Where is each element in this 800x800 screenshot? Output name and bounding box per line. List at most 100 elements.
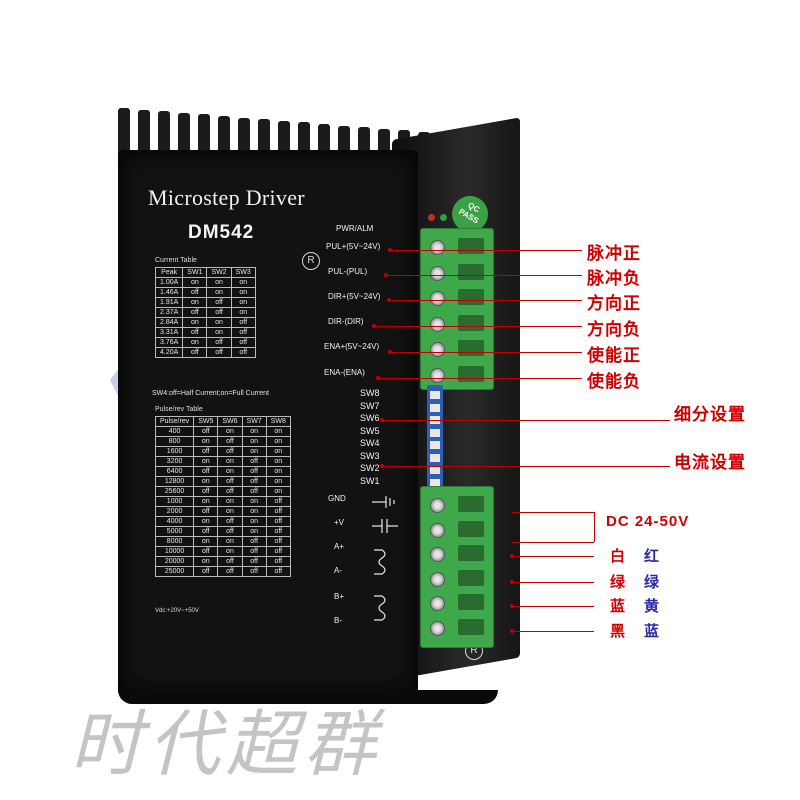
- table-cell: on: [241, 506, 267, 517]
- dip-toggle[interactable]: [430, 428, 440, 437]
- table-cell: 3200: [154, 456, 195, 467]
- table-cell: off: [230, 347, 256, 358]
- table-cell: off: [265, 566, 291, 577]
- control-terminal-screw[interactable]: [430, 316, 445, 332]
- annotation-line-dot: [388, 248, 392, 252]
- table-cell: on: [193, 476, 219, 487]
- control-terminal-screw[interactable]: [430, 265, 445, 281]
- control-terminal-screw[interactable]: [430, 367, 445, 383]
- table-cell: on: [241, 496, 267, 507]
- control-terminal-wire-slot[interactable]: [458, 263, 484, 280]
- pulse-table-title: Pulse/rev Table: [155, 406, 203, 413]
- annotation-line-dot: [376, 376, 380, 380]
- table-cell: 20000: [154, 556, 195, 567]
- control-terminal-block: [420, 228, 494, 390]
- power-terminal-screw[interactable]: [430, 571, 445, 587]
- dip-toggle[interactable]: [430, 478, 440, 487]
- control-terminal-screw[interactable]: [430, 240, 445, 255]
- control-terminal-wire-slot[interactable]: [458, 289, 484, 305]
- wire-annotation-line: [512, 582, 594, 583]
- wire-annotation-line: [512, 631, 594, 632]
- current-table-title: Current Table: [155, 257, 197, 264]
- control-pin-label: ENA+(5V~24V): [324, 342, 380, 351]
- table-cell: off: [217, 526, 243, 537]
- table-cell: on: [193, 456, 219, 467]
- control-terminal-wire-slot[interactable]: [458, 340, 484, 356]
- dip-switch[interactable]: [427, 385, 443, 490]
- table-header-cell: SW2: [206, 267, 232, 278]
- power-terminal-wire-slot[interactable]: [458, 594, 484, 610]
- power-terminal-wire-slot[interactable]: [458, 618, 484, 635]
- ena-neg-label: 使能负: [587, 372, 641, 391]
- power-terminal-screw[interactable]: [430, 596, 445, 611]
- microstep-setting-label: 细分设置: [674, 405, 746, 424]
- power-symbols: [372, 496, 398, 621]
- table-cell: on: [193, 556, 219, 567]
- annotation-line-dot: [380, 418, 384, 422]
- table-cell: off: [241, 546, 267, 557]
- table-cell: on: [230, 277, 256, 288]
- control-terminal-wire-slot[interactable]: [458, 238, 484, 254]
- half-current-note: SW4:off=Half Current;on=Full Current: [152, 390, 269, 397]
- table-cell: off: [265, 546, 291, 557]
- table-cell: off: [193, 486, 219, 497]
- table-cell: on: [217, 536, 243, 547]
- table-cell: off: [193, 546, 219, 557]
- table-cell: on: [241, 526, 267, 537]
- table-cell: off: [230, 317, 256, 328]
- control-terminal-screw[interactable]: [430, 291, 445, 306]
- power-terminal-screw[interactable]: [430, 498, 445, 513]
- annotation-line: [390, 250, 582, 251]
- pul-neg-label: 脉冲负: [587, 269, 641, 288]
- wire-b-neg-wire-color-2: 蓝: [644, 623, 660, 640]
- table-cell: off: [217, 446, 243, 457]
- table-cell: on: [193, 516, 219, 527]
- dip-toggle[interactable]: [430, 441, 440, 449]
- table-cell: 2.37A: [154, 307, 184, 318]
- table-cell: off: [230, 337, 256, 348]
- control-terminal-screw[interactable]: [430, 342, 445, 357]
- power-terminal-wire-slot[interactable]: [458, 545, 484, 561]
- table-cell: off: [217, 476, 243, 487]
- table-cell: on: [265, 466, 291, 477]
- switch-label: SW7: [360, 400, 380, 411]
- power-terminal-wire-slot[interactable]: [458, 569, 484, 586]
- switch-label: SW3: [360, 450, 380, 461]
- power-terminal-screw[interactable]: [430, 547, 445, 562]
- annotation-line: [382, 420, 670, 421]
- power-terminal-wire-slot[interactable]: [458, 520, 484, 537]
- control-terminal-wire-slot[interactable]: [458, 314, 484, 331]
- wire-b-pos-wire-color-1: 蓝: [610, 598, 626, 615]
- power-terminal-screw[interactable]: [430, 522, 445, 538]
- dir-neg-label: 方向负: [587, 320, 641, 339]
- table-cell: off: [265, 536, 291, 547]
- dc-bracket: [594, 512, 595, 542]
- table-cell: off: [193, 466, 219, 477]
- wire-annotation-line-dot: [510, 554, 514, 558]
- table-header-cell: Peak: [154, 267, 184, 278]
- table-cell: off: [230, 327, 256, 338]
- switch-label: SW6: [360, 413, 380, 423]
- table-header-cell: SW7: [241, 416, 267, 427]
- table-cell: on: [217, 506, 243, 517]
- power-terminal-wire-slot[interactable]: [458, 496, 484, 512]
- table-cell: on: [206, 327, 232, 338]
- wire-annotation-line: [512, 606, 594, 607]
- power-terminal-screw[interactable]: [430, 620, 445, 636]
- annotation-line-dot: [388, 350, 392, 354]
- dip-toggle[interactable]: [430, 403, 440, 412]
- control-terminal-wire-slot[interactable]: [458, 365, 484, 382]
- dip-toggle[interactable]: [430, 391, 440, 399]
- dip-toggle[interactable]: [430, 453, 440, 462]
- table-cell: 1.91A: [154, 297, 184, 308]
- table-cell: off: [217, 436, 243, 447]
- table-cell: off: [265, 556, 291, 567]
- dip-toggle[interactable]: [430, 466, 440, 474]
- control-pin-label: ENA-(ENA): [324, 368, 365, 377]
